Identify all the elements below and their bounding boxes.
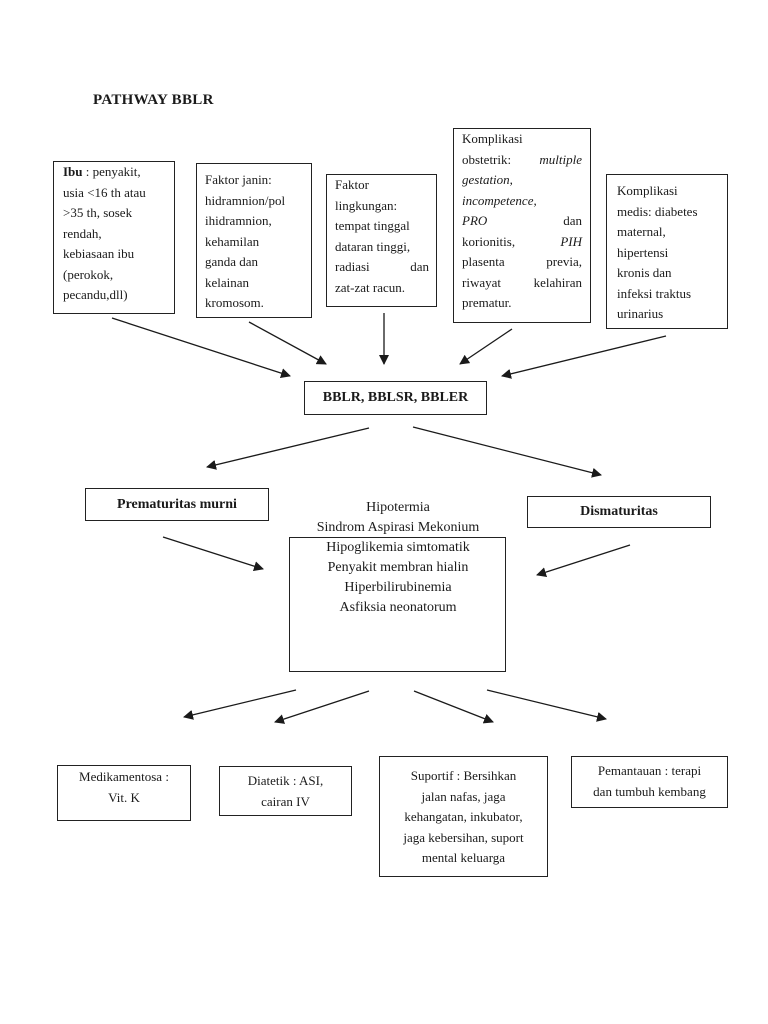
cause-box-komplikasi-obstetrik: Komplikasi obstetrik:multiple gestation,… — [453, 128, 591, 323]
complications-list: Hipotermia Sindrom Aspirasi Mekonium Hip… — [270, 498, 526, 618]
arrow-obstetrik-to-central — [459, 328, 513, 365]
janin-text-7: kromosom. — [205, 295, 264, 310]
management-box-pemantauan: Pemantauan : terapi dan tumbuh kembang — [571, 756, 728, 808]
obstetrik-text-9: prematur. — [462, 295, 512, 310]
janin-text-2: hidramnion/pol — [205, 192, 286, 208]
arrow-to-suportif — [413, 690, 494, 724]
medis-text-4: hipertensi — [617, 244, 669, 260]
complication-item: Hipotermia — [366, 500, 430, 515]
lingkungan-text-2: lingkungan: — [335, 197, 398, 213]
node-dismaturitas: Dismaturitas — [527, 496, 711, 528]
medis-text-3: maternal, — [617, 224, 666, 239]
ibu-text-7: pecandu,dll) — [63, 287, 128, 302]
arrow-dismaturitas-to-complications — [536, 544, 631, 577]
medis-text-7: urinarius — [617, 306, 664, 321]
cause-box-ibu: Ibu : penyakit, usia <16 th atau >35 th,… — [53, 161, 175, 314]
complications-box — [289, 537, 506, 672]
arrow-central-to-prematuritas — [206, 427, 370, 470]
ibu-text-4: rendah, — [63, 225, 102, 241]
arrow-ibu-to-central — [111, 317, 291, 378]
complication-item: Hiperbilirubinemia — [344, 580, 452, 595]
medis-text-6: infeksi traktus — [617, 285, 692, 301]
obstetrik-text-6: korionitis,PIH — [462, 233, 582, 249]
ibu-text-3: >35 th, sosek — [63, 205, 133, 220]
ibu-text-5: kebiasaan ibu — [63, 246, 135, 261]
cause-box-faktor-janin: Faktor janin: hidramnion/pol ihidramnion… — [196, 163, 312, 318]
obstetrik-text-4: incompetence, — [462, 192, 537, 208]
ibu-text-2: usia <16 th atau — [63, 184, 146, 200]
lingkungan-text-6: zat-zat racun. — [335, 279, 406, 295]
complication-item: Penyakit membran hialin — [327, 560, 469, 575]
arrow-prematuritas-to-complications — [162, 536, 264, 572]
arrow-medis-to-central — [501, 335, 667, 379]
janin-text-6: kelainan — [205, 274, 250, 290]
janin-text-1: Faktor janin: — [205, 172, 272, 187]
ibu-label: Ibu — [63, 164, 83, 179]
lingkungan-text-4: dataran tinggi, — [335, 238, 411, 254]
management-box-diatetik: Diatetik : ASI, cairan IV — [219, 766, 352, 816]
obstetrik-text-3: gestation, — [462, 172, 513, 187]
arrow-central-to-dismaturitas — [412, 426, 602, 478]
cause-box-faktor-lingkungan: Faktor lingkungan: tempat tinggal datara… — [326, 174, 437, 307]
complication-item: Sindrom Aspirasi Mekonium — [316, 520, 480, 535]
obstetrik-text-2: obstetrik:multiple — [462, 151, 582, 167]
ibu-text-1: : penyakit, — [82, 164, 141, 179]
ibu-text-6: (perokok, — [63, 266, 114, 282]
arrow-janin-to-central — [248, 321, 327, 365]
management-box-medikamentosa: Medikamentosa : Vit. K — [57, 765, 191, 821]
janin-text-5: ganda dan — [205, 254, 259, 269]
node-prematuritas-murni: Prematuritas murni — [85, 488, 269, 521]
lingkungan-text-1: Faktor — [335, 177, 369, 192]
lingkungan-text-3: tempat tinggal — [335, 218, 410, 233]
central-node-bblr: BBLR, BBLSR, BBLER — [304, 381, 487, 415]
cause-box-komplikasi-medis: Komplikasi medis: diabetes maternal, hip… — [606, 174, 728, 329]
complication-item: Asfiksia neonatorum — [339, 600, 457, 615]
medis-text-5: kronis dan — [617, 265, 672, 280]
complication-item: Hipoglikemia simtomatik — [326, 540, 470, 555]
arrow-to-pemantauan — [486, 689, 607, 722]
obstetrik-text-1: Komplikasi — [462, 131, 523, 146]
page-title: PATHWAY BBLR — [93, 92, 214, 108]
medis-text-1: Komplikasi — [617, 183, 678, 198]
medis-text-2: medis: diabetes — [617, 203, 698, 219]
management-box-suportif: Suportif : Bersihkan jalan nafas, jaga k… — [379, 756, 548, 877]
arrow-to-diatetik — [274, 690, 370, 724]
janin-text-3: ihidramnion, — [205, 213, 272, 228]
arrow-to-medikamentosa — [183, 689, 297, 720]
janin-text-4: kehamilan — [205, 233, 260, 249]
